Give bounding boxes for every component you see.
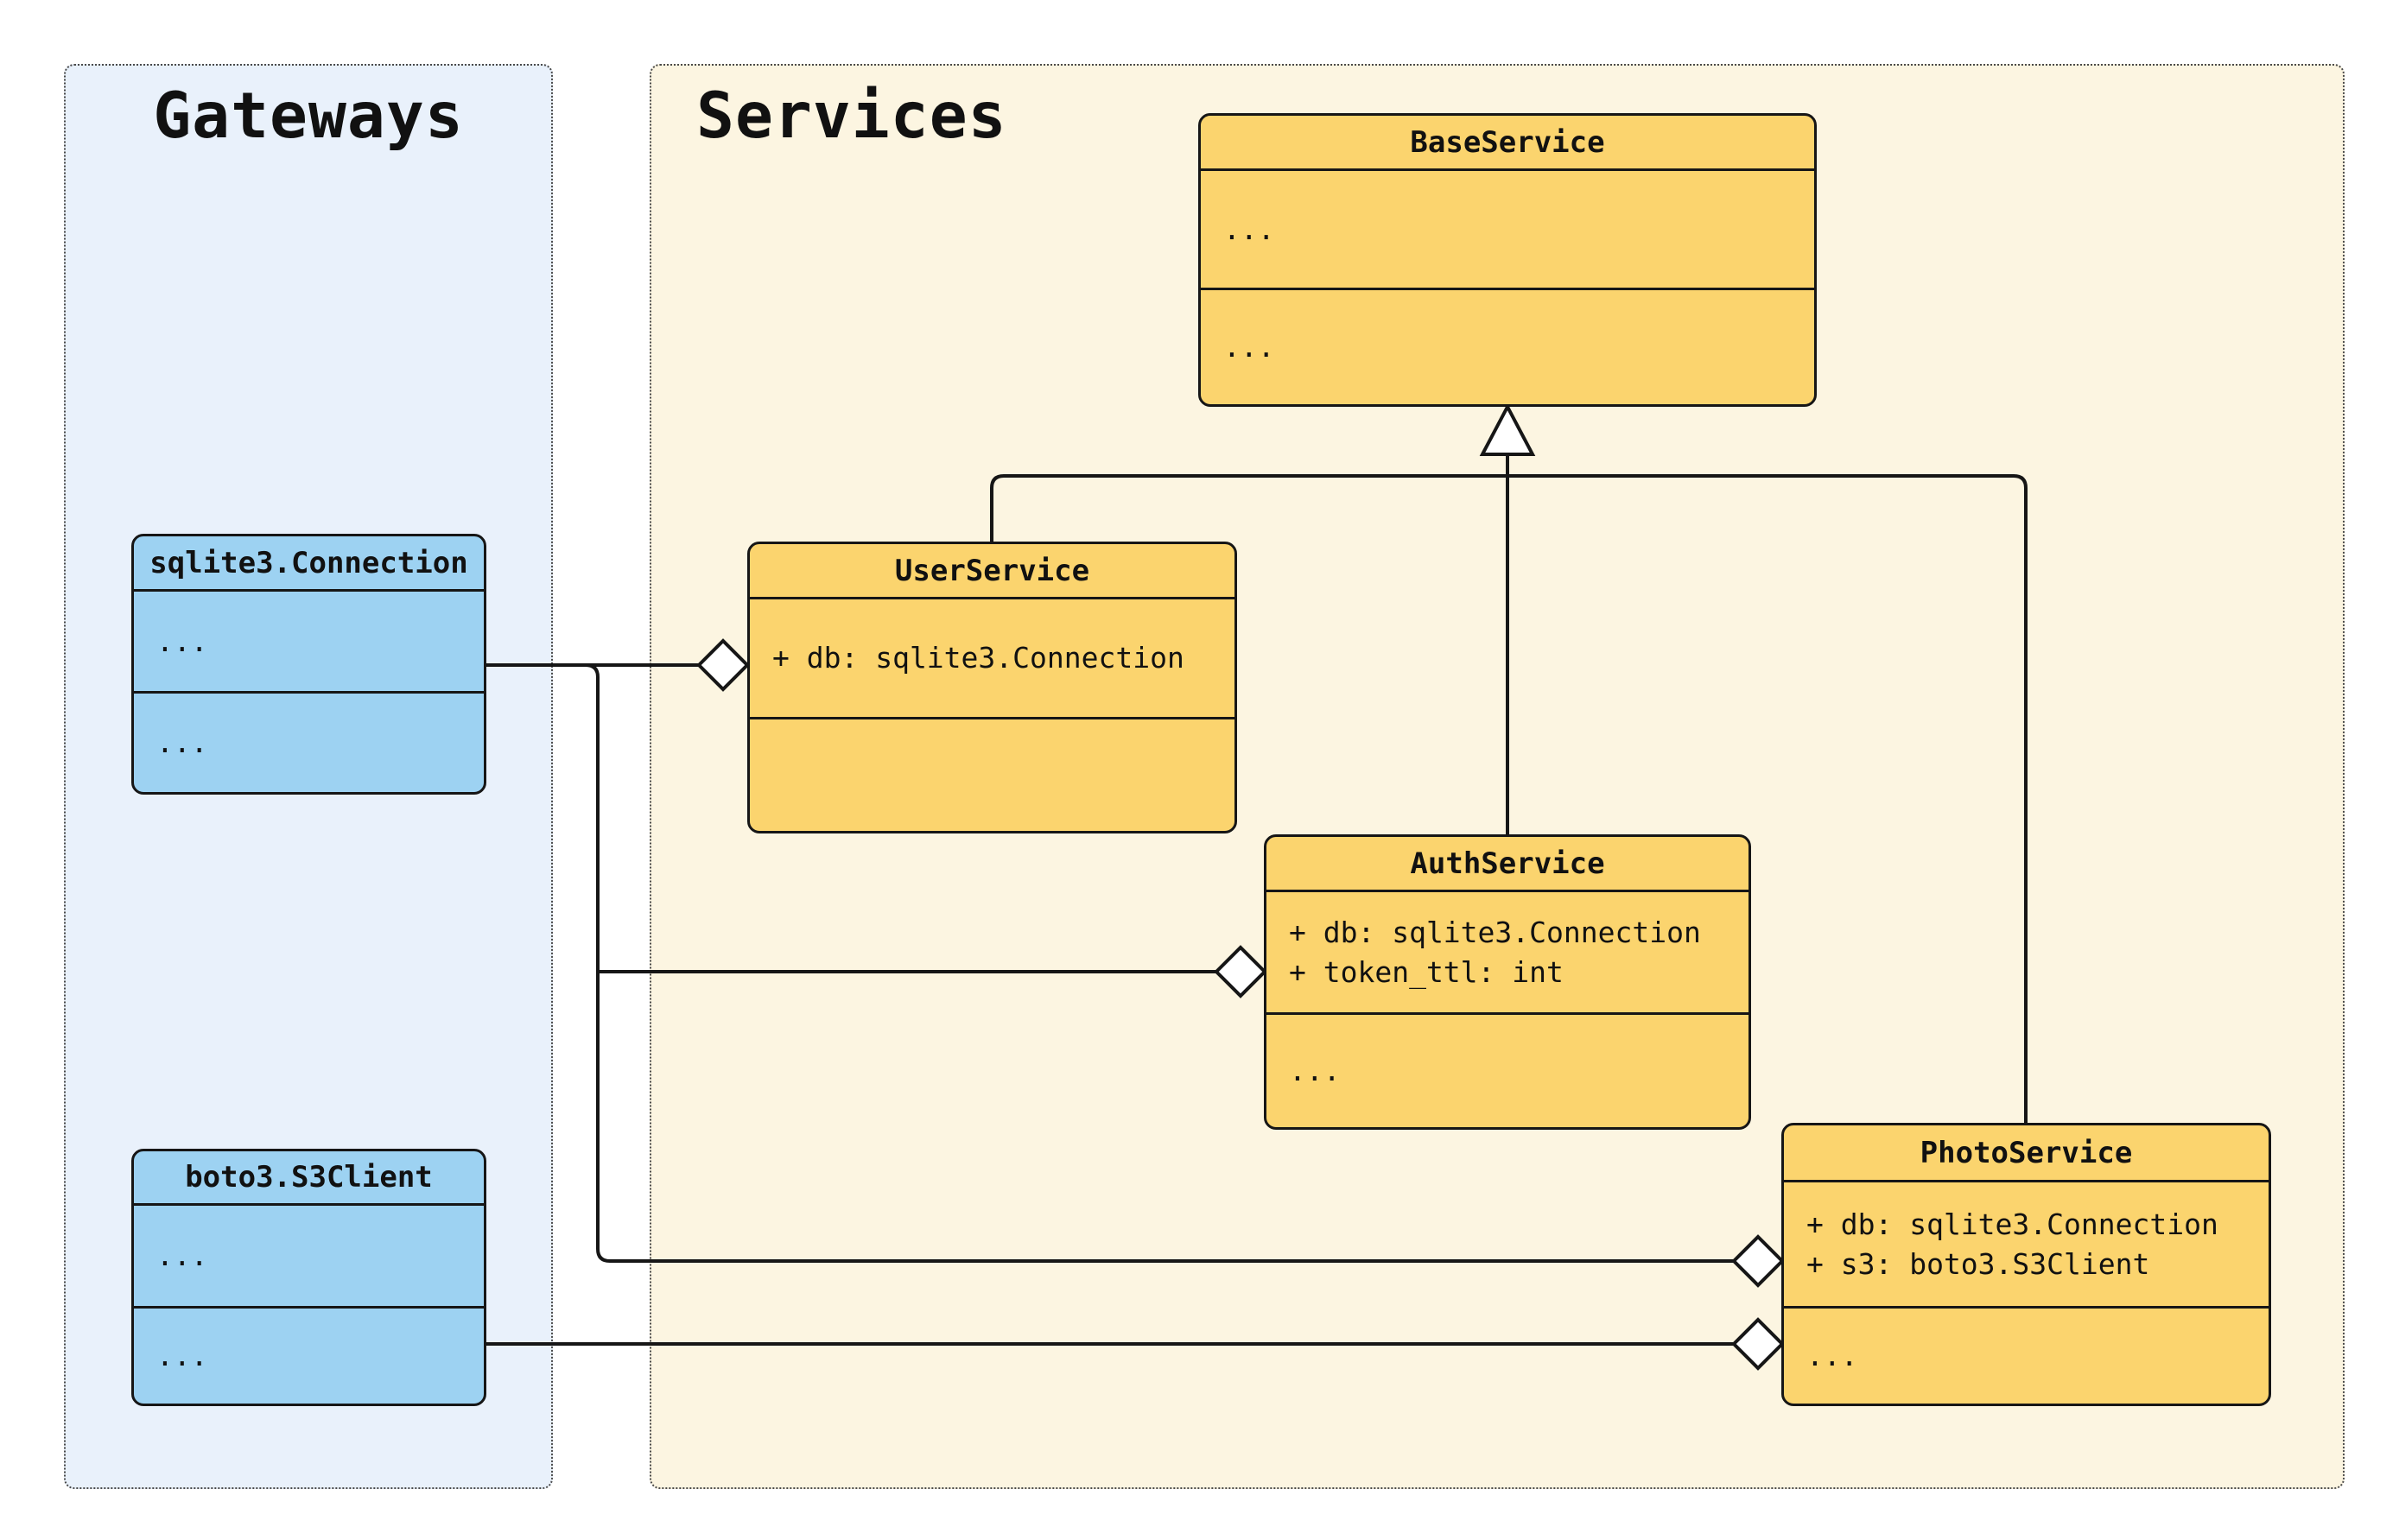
class-name: BaseService [1201,116,1814,171]
attribute-line: + s3: boto3.S3Client [1806,1246,2150,1281]
class-attributes: + db: sqlite3.Connection [750,599,1234,719]
attribute-line: ... [156,624,208,658]
attribute-line: ... [156,1239,208,1272]
class-boto3-s3client: boto3.S3Client ... ... [131,1149,486,1406]
class-methods: ... [134,1309,484,1404]
class-attributes: ... [134,1206,484,1309]
attribute-line: + db: sqlite3.Connection [1806,1207,2218,1241]
class-attributes: ... [1201,171,1814,290]
attribute-line: + db: sqlite3.Connection [772,641,1184,675]
gateways-panel-title: Gateways [153,79,464,153]
class-photoservice: PhotoService + db: sqlite3.Connection + … [1781,1123,2271,1406]
class-attributes: ... [134,592,484,694]
method-line: ... [156,1339,208,1372]
class-baseservice: BaseService ... ... [1198,113,1817,407]
method-line: ... [1223,330,1275,364]
class-attributes: + db: sqlite3.Connection + s3: boto3.S3C… [1784,1182,2269,1309]
class-userservice: UserService + db: sqlite3.Connection [747,542,1237,833]
method-line: ... [1806,1339,1858,1372]
class-name: sqlite3.Connection [134,536,484,592]
class-name: boto3.S3Client [134,1151,484,1206]
class-name: AuthService [1266,837,1748,892]
attribute-line: + token_ttl: int [1289,954,1564,989]
attribute-line: ... [1223,212,1275,246]
class-methods: ... [1266,1015,1748,1127]
class-sqlite3-connection: sqlite3.Connection ... ... [131,534,486,795]
class-authservice: AuthService + db: sqlite3.Connection + t… [1264,834,1751,1130]
class-attributes: + db: sqlite3.Connection + token_ttl: in… [1266,892,1748,1015]
method-line: ... [1289,1054,1341,1087]
services-panel-title: Services [696,79,1007,153]
method-line: ... [156,726,208,759]
class-methods [750,719,1234,831]
class-methods: ... [134,694,484,792]
class-methods: ... [1201,290,1814,404]
attribute-line: + db: sqlite3.Connection [1289,915,1701,949]
class-name: UserService [750,544,1234,599]
class-name: PhotoService [1784,1125,2269,1182]
class-methods: ... [1784,1309,2269,1404]
